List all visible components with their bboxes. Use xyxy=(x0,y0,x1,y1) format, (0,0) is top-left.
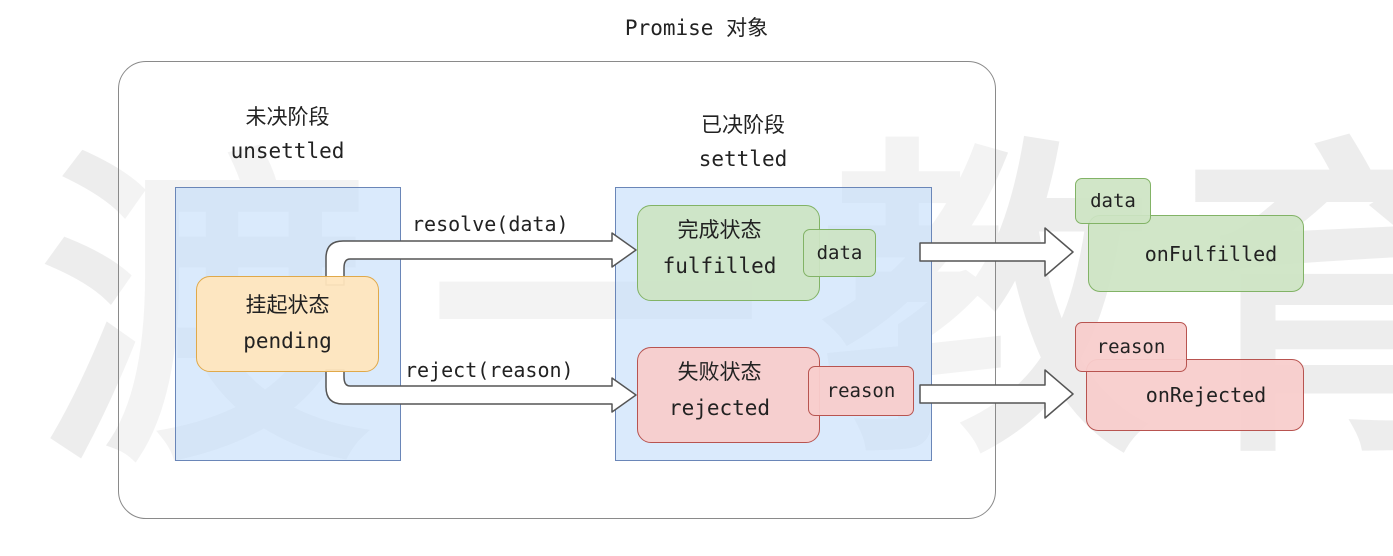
settled-cn: 已决阶段 xyxy=(701,113,785,137)
fulfilled-en: fulfilled xyxy=(662,254,777,278)
onfulfilled-handler: onFulfilled xyxy=(1088,215,1304,292)
reject-label: reject(reason) xyxy=(405,358,574,382)
fulfilled-state: 完成状态 fulfilled xyxy=(637,205,820,301)
pending-cn: 挂起状态 xyxy=(245,293,330,317)
unsettled-cn: 未决阶段 xyxy=(245,105,330,129)
rejected-handler-arrow xyxy=(919,369,1074,419)
rejected-state: 失败状态 rejected xyxy=(637,347,820,443)
pending-state: 挂起状态 pending xyxy=(196,276,379,372)
rejected-cn: 失败状态 xyxy=(677,360,762,384)
pending-en: pending xyxy=(243,329,332,353)
rejected-en: rejected xyxy=(668,396,771,420)
fulfilled-cn: 完成状态 xyxy=(677,218,762,242)
onfulfilled-data-chip: data xyxy=(1075,178,1151,224)
fulfilled-handler-arrow xyxy=(919,227,1074,277)
settled-en: settled xyxy=(698,147,788,171)
fulfilled-data-chip: data xyxy=(803,229,876,277)
onfulfilled-label: onFulfilled xyxy=(1144,241,1278,266)
onrejected-reason-chip: reason xyxy=(1075,322,1187,372)
resolve-arrow xyxy=(325,232,637,286)
diagram-title: Promise 对象 xyxy=(624,16,769,40)
onrejected-label: onRejected xyxy=(1145,383,1267,407)
resolve-label: resolve(data) xyxy=(412,212,569,236)
settled-stage-label: 已决阶段 settled xyxy=(615,108,871,176)
reject-arrow xyxy=(325,369,637,413)
unsettled-en: unsettled xyxy=(230,139,345,163)
rejected-reason-chip: reason xyxy=(808,366,914,416)
unsettled-stage-label: 未决阶段 unsettled xyxy=(175,100,400,168)
